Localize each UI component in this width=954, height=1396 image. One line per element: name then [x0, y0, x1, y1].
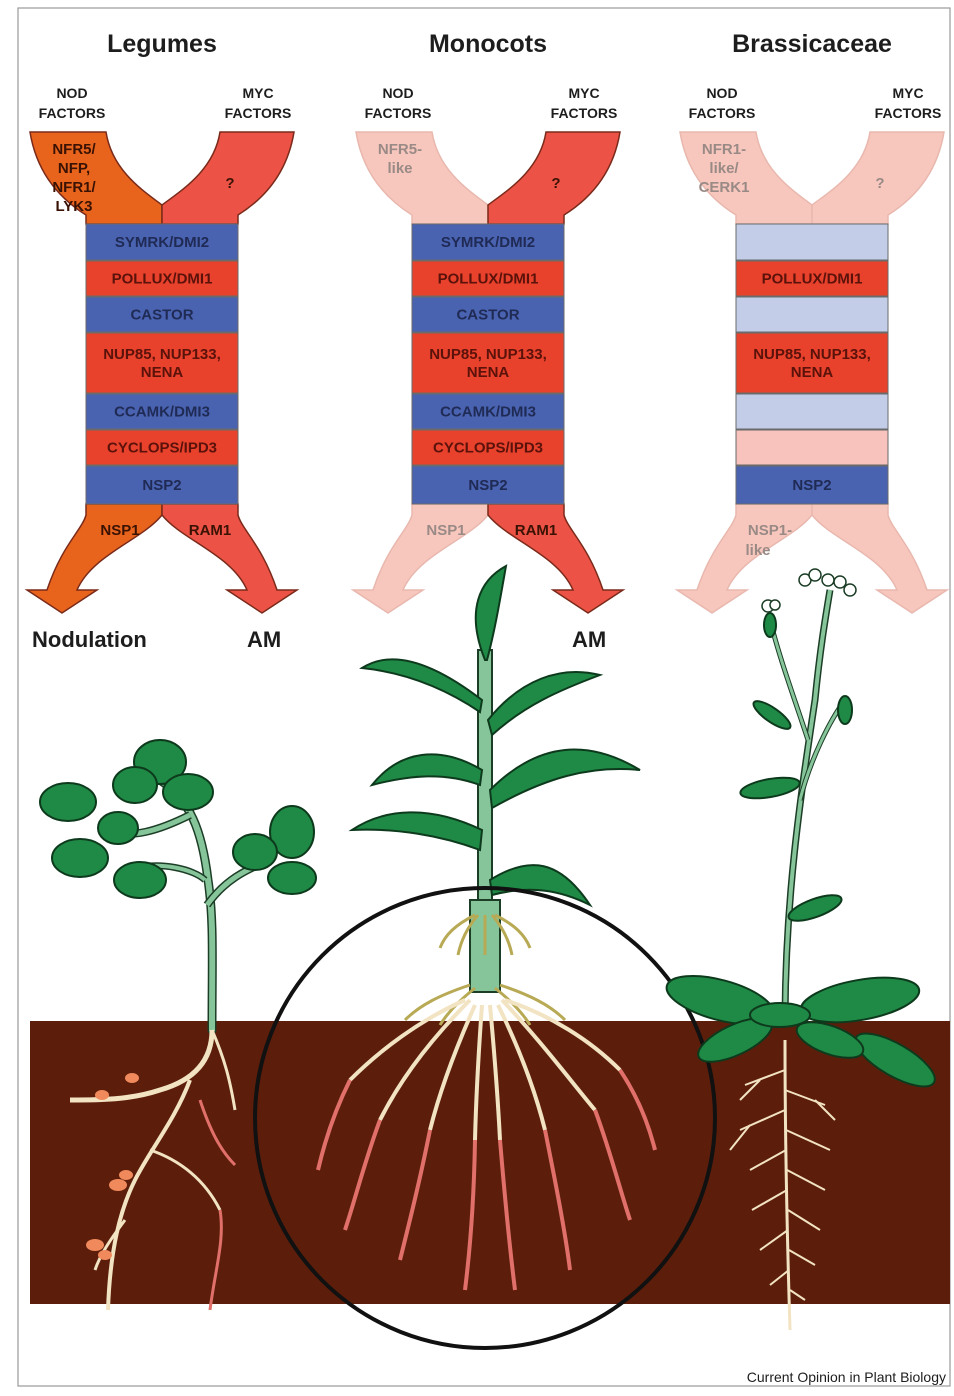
nod-receptor-label-line: LYK3	[56, 198, 93, 215]
pathway-block-label-line: NENA	[467, 364, 510, 381]
pathway-block-label-line: POLLUX/DMI1	[112, 271, 213, 288]
myc-factors-label: MYC FACTORS	[551, 85, 618, 121]
left-output-arrow	[27, 504, 162, 613]
outcome-am-monocots: AM	[572, 627, 606, 652]
figure-credit: Current Opinion in Plant Biology	[747, 1369, 946, 1385]
pathway-block-label: CYCLOPS/IPD3	[433, 440, 543, 457]
pathway-block-label-line: SYMRK/DMI2	[115, 234, 209, 251]
pathway-block-label-line: NENA	[141, 364, 184, 381]
myc-factors-label-line: MYC	[242, 85, 273, 101]
pathway-block-label: SYMRK/DMI2	[441, 234, 535, 251]
pathway-block	[736, 333, 888, 393]
right-output-label: RAM1	[189, 522, 232, 539]
outcome-am-legumes: AM	[247, 627, 281, 652]
pathway-block-label-line: NSP2	[142, 477, 181, 494]
pathway-block-label: POLLUX/DMI1	[762, 271, 863, 288]
pathway-block	[736, 297, 888, 332]
pathway-block-label: CCAMK/DMI3	[440, 404, 536, 421]
pathway-block-label-line: POLLUX/DMI1	[438, 271, 539, 288]
soil	[30, 1021, 950, 1304]
outcome-nodulation: Nodulation	[32, 627, 147, 652]
pathway-block-label: CYCLOPS/IPD3	[107, 440, 217, 457]
nod-factors-label: NOD FACTORS	[689, 85, 756, 121]
pathway-block-label-line: CASTOR	[456, 307, 519, 324]
myc-receptor-unknown: ?	[225, 175, 234, 192]
right-output-label: RAM1	[515, 522, 558, 539]
myc-factors-label-line: MYC	[568, 85, 599, 101]
column-title: Brassicaceae	[732, 30, 892, 58]
signaling-pathways: SYMRK/DMI2POLLUX/DMI1CASTOR NUP85, NUP133…	[27, 30, 947, 613]
myc-factors-label-line: FACTORS	[875, 105, 942, 121]
nod-receptor-label-line: CERK1	[699, 179, 750, 196]
pathway-block-label-line: NUP85, NUP133,	[753, 346, 871, 363]
myc-receptor-unknown: ?	[875, 175, 884, 192]
pathway-block	[736, 430, 888, 465]
plant-illustrations	[30, 566, 950, 1348]
column-title: Monocots	[429, 30, 547, 58]
pathway-block-label-line: NUP85, NUP133,	[429, 346, 547, 363]
nod-receptor-label-line: NFR5-	[378, 141, 422, 158]
left-output-arrow	[353, 504, 488, 613]
nod-factors-label-line: NOD	[56, 85, 87, 101]
nod-receptor-label-line: like	[387, 160, 412, 177]
left-output-label-part: like	[745, 542, 770, 559]
pathway-block-label: CASTOR	[130, 307, 193, 324]
nod-receptor-label-line: NFR1/	[52, 179, 96, 196]
pathway-block	[86, 333, 238, 393]
nod-receptor-label-line: NFP,	[58, 160, 90, 177]
pathway-block-label-line: NSP2	[468, 477, 507, 494]
right-output-arrow	[162, 504, 297, 613]
nod-receptor-label-line: like/	[709, 160, 739, 177]
pathway-block-label-line: POLLUX/DMI1	[762, 271, 863, 288]
myc-receptor-unknown: ?	[551, 175, 560, 192]
pathway-block-label: CASTOR	[456, 307, 519, 324]
pathway-block-label: NSP2	[468, 477, 507, 494]
pathway-block-label: NSP2	[792, 477, 831, 494]
nod-factors-label-line: NOD	[706, 85, 737, 101]
nod-factor-arm	[30, 132, 162, 224]
nod-factors-label-line: FACTORS	[39, 105, 106, 121]
pathway-block-label: SYMRK/DMI2	[115, 234, 209, 251]
pathway-column-brassicaceae: POLLUX/DMI1NUP85, NUP133,NENA NSP2 Brassic…	[677, 30, 947, 613]
left-output-label: NSP1	[426, 522, 465, 539]
nod-factors-label: NOD FACTORS	[365, 85, 432, 121]
myc-factors-label: MYC FACTORS	[875, 85, 942, 121]
pathway-block-label-line: SYMRK/DMI2	[441, 234, 535, 251]
pathway-block-label: POLLUX/DMI1	[438, 271, 539, 288]
nod-factors-label-line: NOD	[382, 85, 413, 101]
pathway-block	[412, 333, 564, 393]
pathway-block-label-line: NSP2	[792, 477, 831, 494]
pathway-block-label-line: NENA	[791, 364, 834, 381]
pathway-column-monocots: SYMRK/DMI2POLLUX/DMI1CASTOR NUP85, NUP133…	[353, 30, 623, 613]
myc-factors-label: MYC FACTORS	[225, 85, 292, 121]
nod-receptor-label-line: NFR1-	[702, 141, 746, 158]
pathway-block	[736, 394, 888, 429]
pathway-block-label-line: CYCLOPS/IPD3	[107, 440, 217, 457]
pathway-block-label-line: NUP85, NUP133,	[103, 346, 221, 363]
pathway-column-legumes: SYMRK/DMI2POLLUX/DMI1CASTOR NUP85, NUP133…	[27, 30, 297, 613]
pathway-block-label-line: CYCLOPS/IPD3	[433, 440, 543, 457]
pathway-block-label-line: CASTOR	[130, 307, 193, 324]
pathway-block-label: POLLUX/DMI1	[112, 271, 213, 288]
myc-factors-label-line: FACTORS	[551, 105, 618, 121]
pathway-block-label: CCAMK/DMI3	[114, 404, 210, 421]
pathway-block-label-line: CCAMK/DMI3	[440, 404, 536, 421]
right-output-arrow	[488, 504, 623, 613]
pathway-block	[736, 224, 888, 260]
nod-factors-label: NOD FACTORS	[39, 85, 106, 121]
nod-factors-label-line: FACTORS	[365, 105, 432, 121]
nod-receptor-label-line: NFR5/	[52, 141, 96, 158]
myc-factors-label-line: MYC	[892, 85, 923, 101]
pathway-block-label: NSP2	[142, 477, 181, 494]
left-output-label: NSP1	[100, 522, 139, 539]
nod-factors-label-line: FACTORS	[689, 105, 756, 121]
myc-factors-label-line: FACTORS	[225, 105, 292, 121]
column-title: Legumes	[107, 30, 217, 58]
pathway-block-label-line: CCAMK/DMI3	[114, 404, 210, 421]
left-output-label-part: NSP1-	[748, 522, 792, 539]
